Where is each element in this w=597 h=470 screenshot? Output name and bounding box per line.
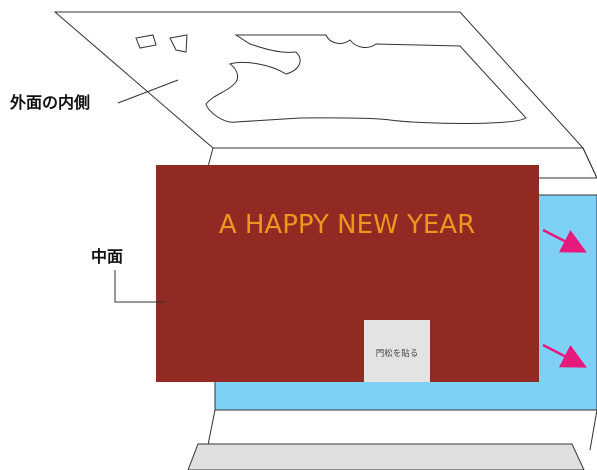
kadomatsu-sticker [364, 320, 430, 382]
box-lower-right-edge [589, 409, 597, 451]
middle-card: A HAPPY NEW YEAR 門松を貼る [156, 165, 539, 382]
arrow-lower [542, 343, 587, 368]
label-outer-inside: 外面の内側 [9, 79, 179, 112]
lid-cutout-small-right [169, 34, 188, 53]
direction-arrows [542, 228, 587, 368]
lid-cutout-small-left [135, 34, 157, 49]
label-outer-inside-text: 外面の内側 [9, 93, 90, 112]
label-middle-leader [114, 270, 165, 303]
kadomatsu-sticker-label: 門松を貼る [376, 348, 419, 359]
box-base-strip [187, 443, 585, 470]
greeting-text: A HAPPY NEW YEAR [219, 210, 475, 240]
label-middle-text: 中面 [91, 247, 123, 266]
label-outer-inside-leader [117, 79, 179, 104]
label-middle: 中面 [91, 247, 165, 303]
box-lower-left-edge [206, 409, 216, 451]
box-right-edge [582, 147, 597, 179]
outer-lid-flap [53, 11, 585, 149]
lid-cutout-window [205, 34, 527, 124]
arrow-upper [542, 228, 587, 253]
middle-card-panel [156, 165, 539, 382]
